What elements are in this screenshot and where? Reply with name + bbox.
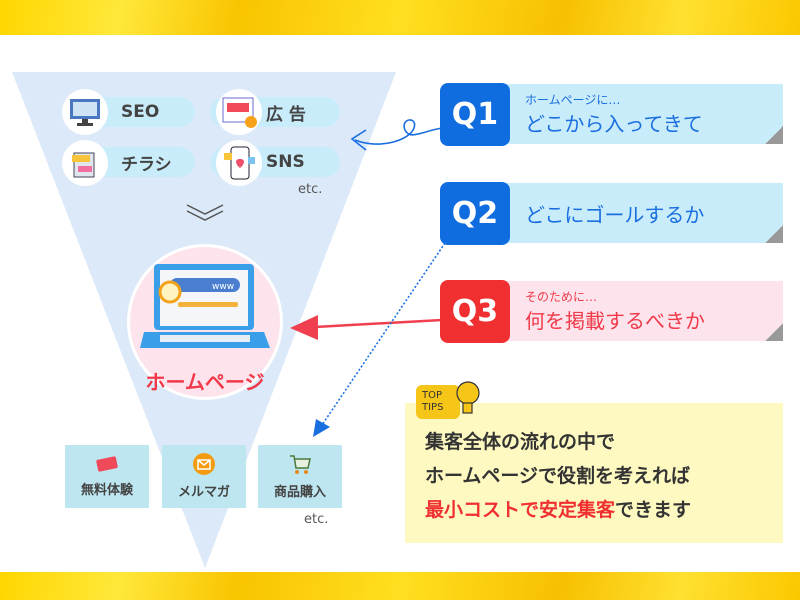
ads-icon — [216, 89, 262, 135]
top-band — [0, 0, 800, 35]
chevron-down-icon — [186, 204, 224, 221]
q1-tag: Q1 — [440, 83, 510, 146]
q3-tag: Q3 — [440, 280, 510, 343]
page-fold — [765, 126, 783, 144]
top-tips-badge: TOP TIPS — [416, 385, 460, 419]
seo-monitor-icon — [62, 89, 108, 135]
tips-line-2: ホームページで役割を考えれば — [425, 465, 691, 487]
q1-main: どこから入ってきて — [525, 112, 703, 136]
channel-label: チラシ — [121, 154, 172, 175]
q3-sub: そのために… — [525, 290, 598, 304]
q3-banner: そのために… 何を掲載するべきか — [505, 281, 783, 341]
channels-etc: etc. — [298, 182, 323, 197]
channel-label: 広 告 — [266, 104, 306, 125]
q2-main: どこにゴールするか — [525, 202, 705, 227]
badge-tips: TIPS — [422, 402, 444, 413]
channel-label: SEO — [121, 102, 160, 122]
svg-text:www: www — [212, 282, 234, 292]
tips-box: 集客全体の流れの中で ホームページで役割を考えれば 最小コストで安定集客できます — [405, 403, 783, 543]
channel-label: SNS — [266, 152, 305, 172]
q3-main: 何を掲載するべきか — [525, 309, 705, 333]
page-fold — [765, 225, 783, 243]
homepage-label: ホームページ — [145, 370, 265, 394]
goal-label: 無料体験 — [80, 483, 133, 498]
goal-label: 商品購入 — [273, 485, 326, 500]
goal-label: メルマガ — [177, 485, 230, 500]
mail-icon — [193, 453, 215, 475]
goals-etc: etc. — [304, 512, 329, 527]
bottom-band — [0, 572, 800, 600]
tips-line-3: できます — [615, 499, 692, 521]
free-trial-tag-icon — [96, 456, 118, 472]
tips-line-1: 集客全体の流れの中で — [425, 431, 616, 453]
q1-sub: ホームページに… — [525, 93, 621, 107]
flyer-icon — [62, 140, 108, 186]
q1-banner: ホームページに… どこから入ってきて — [505, 84, 783, 144]
laptop-icon: www — [140, 264, 270, 348]
goal-mail-magazine: メルマガ — [162, 445, 246, 508]
shopping-cart-icon — [290, 455, 311, 474]
sns-phone-icon — [216, 140, 262, 186]
page-fold — [765, 323, 783, 341]
tips-highlight: 最小コストで安定集客 — [425, 499, 616, 521]
lightbulb-icon — [456, 381, 480, 414]
badge-top: TOP — [422, 390, 443, 401]
goal-purchase: 商品購入 — [258, 445, 342, 508]
q2-tag: Q2 — [440, 182, 510, 245]
goal-free-trial: 無料体験 — [65, 445, 149, 508]
q2-banner: どこにゴールするか — [505, 183, 783, 243]
